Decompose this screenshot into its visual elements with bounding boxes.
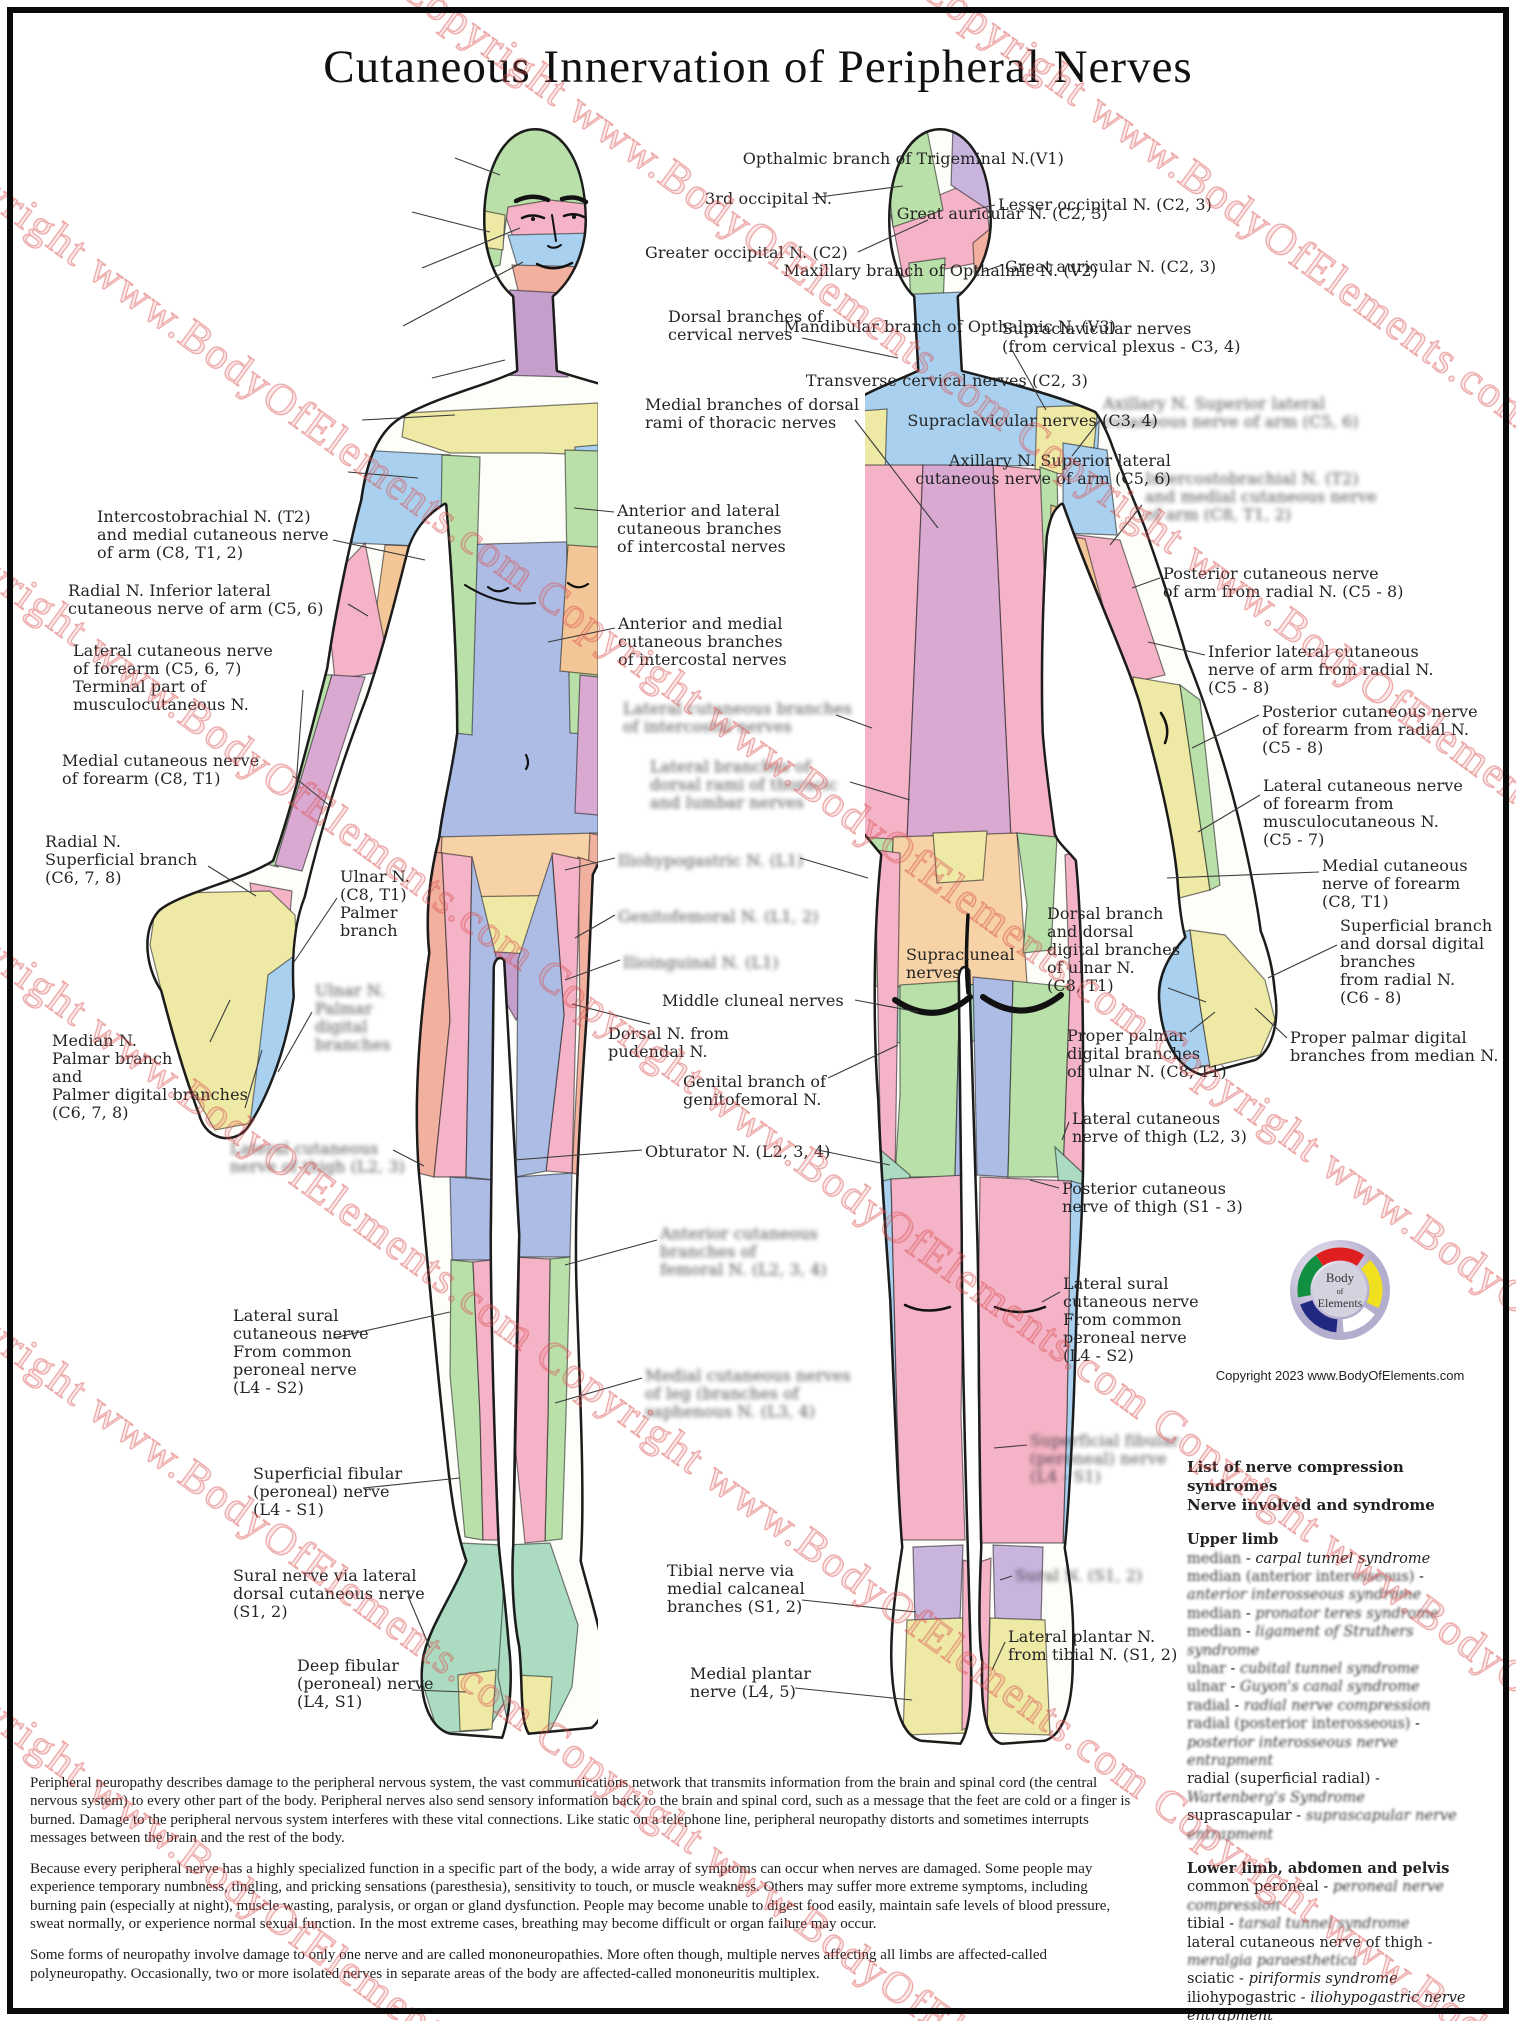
upper-limb-heading: Upper limb bbox=[1187, 1531, 1279, 1549]
nerve-label-l6: Supraclavicular nerves (C3, 4) bbox=[907, 411, 1158, 430]
syndrome-entry: median (anterior interosseous) - anterio… bbox=[1187, 1568, 1424, 1604]
nerve-label-l7: Axillary N. Superior lateral cutaneous n… bbox=[915, 451, 1171, 489]
nerve-label-r46: Posterior cutaneous nerve of arm from ra… bbox=[1163, 564, 1404, 602]
nerve-label-r41: Lesser occipital N. (C2, 3) bbox=[998, 195, 1213, 214]
nerve-label-c37: Medial cutaneous nerves of leg (branches… bbox=[645, 1366, 851, 1422]
syndrome-list: List of nerve compression syndromes Nerv… bbox=[1187, 1458, 1473, 2021]
nerve-label-l13: Ulnar N. (C8, T1) Palmer branch bbox=[340, 867, 411, 941]
nerve-label-r48: Posterior cutaneous nerve of forearm fro… bbox=[1262, 702, 1478, 758]
logo-word-2: of bbox=[1337, 1287, 1344, 1296]
nerve-label-r58: Superficial fibular (peroneal) nerve (L4… bbox=[1030, 1431, 1180, 1487]
nerve-label-r60: Lateral plantar N. from tibial N. (S1, 2… bbox=[1008, 1627, 1178, 1665]
syndrome-entry: ulnar - cubital tunnel syndrome bbox=[1187, 1660, 1420, 1677]
nerve-label-c33: Dorsal N. from pudendal N. bbox=[608, 1024, 729, 1062]
syndrome-entry: radial (superficial radial) - Wartenberg… bbox=[1187, 1771, 1380, 1806]
svg-text:of: of bbox=[1337, 1287, 1344, 1296]
nerve-label-sup: Supracluneal nerves bbox=[906, 945, 1015, 983]
nerve-label-c25: Anterior and lateral cutaneous branches … bbox=[617, 501, 786, 557]
nerve-label-r45: Intercostobrachial N. (T2) and medial cu… bbox=[1145, 469, 1377, 525]
nerve-label-r44: Axillary N. Superior lateral cutaneous n… bbox=[1103, 394, 1359, 432]
nerve-label-r55: Lateral cutaneous nerve of thigh (L2, 3) bbox=[1072, 1109, 1247, 1147]
nerve-label-l14: Ulnar N. Palmar digital branches bbox=[315, 981, 391, 1055]
nerve-label-l4: Mandibular branch of Opthalmic N. (V3) bbox=[783, 317, 1116, 336]
svg-text:Elements: Elements bbox=[1318, 1296, 1363, 1310]
syndrome-heading-1: List of nerve compression syndromes bbox=[1187, 1458, 1404, 1496]
nerve-label-r54: Proper palmar digital branches from medi… bbox=[1290, 1028, 1499, 1066]
nerve-label-c23: Dorsal branches of cervical nerves bbox=[668, 307, 824, 345]
nerve-label-r53: Proper palmar digital branches of ulnar … bbox=[1067, 1026, 1227, 1082]
nerve-label-c29: Iliohypogastric N. (L1) bbox=[618, 851, 804, 870]
nerve-label-l17: Lateral sural cutaneous nerve From commo… bbox=[233, 1306, 369, 1398]
nerve-label-l19: Sural nerve via lateral dorsal cutaneous… bbox=[233, 1566, 425, 1622]
syndrome-entry: median - carpal tunnel syndrome bbox=[1187, 1550, 1431, 1567]
syndrome-entry: median - pronator teres syndrome bbox=[1187, 1605, 1439, 1622]
syndrome-entry: sciatic - piriformis syndrome bbox=[1187, 1971, 1398, 1988]
nerve-label-r52: Dorsal branch and dorsal digital branche… bbox=[1047, 904, 1181, 996]
nerve-label-l15: Median N. Palmar branch and Palmer digit… bbox=[52, 1031, 248, 1123]
logo-word-1: Body bbox=[1326, 1270, 1355, 1285]
nerve-label-l18: Superficial fibular (peroneal) nerve (L4… bbox=[253, 1464, 403, 1520]
nerve-label-r43: Supraclavicular nerves (from cervical pl… bbox=[1002, 319, 1241, 357]
nerve-label-r47: Inferior lateral cutaneous nerve of arm … bbox=[1208, 642, 1434, 698]
nerve-label-c38: Tibial nerve via medial calcaneal branch… bbox=[667, 1561, 805, 1617]
nerve-label-c31: Ilioinguinal N. (L1) bbox=[623, 953, 779, 972]
nerve-label-c32: Middle cluneal nerves bbox=[662, 991, 844, 1010]
nerve-label-c39: Medial plantar nerve (L4, 5) bbox=[690, 1664, 812, 1702]
nerve-label-r49: Lateral cutaneous nerve of forearm from … bbox=[1263, 776, 1463, 850]
nerve-label-c21: 3rd occipital N. bbox=[705, 189, 833, 208]
nerve-label-l8: Intercostobrachial N. (T2) and medial cu… bbox=[97, 507, 329, 563]
nerve-label-l9: Radial N. Inferior lateral cutaneous ner… bbox=[68, 581, 324, 619]
nerve-label-l11: Medial cutaneous nerve of forearm (C8, T… bbox=[62, 751, 260, 789]
nerve-label-r50: Medial cutaneous nerve of forearm (C8, T… bbox=[1322, 856, 1468, 912]
nerve-label-r42: Great auricular N. (C2, 3) bbox=[1005, 257, 1217, 276]
nerve-label-c28: Lateral branches of dorsal rami of thora… bbox=[650, 757, 838, 813]
nerve-label-l10: Lateral cutaneous nerve of forearm (C5, … bbox=[73, 641, 273, 715]
nerve-label-r56: Posterior cutaneous nerve of thigh (S1 -… bbox=[1062, 1179, 1243, 1217]
nerve-label-c27: Lateral cutaneous branches of intercosta… bbox=[623, 699, 852, 737]
logo-word-3: Elements bbox=[1318, 1296, 1363, 1310]
nerve-label-l2: Great auricular N. (C2, 3) bbox=[896, 204, 1108, 223]
face-features bbox=[464, 194, 590, 771]
nerve-label-l12: Radial N. Superficial branch (C6, 7, 8) bbox=[45, 832, 198, 888]
body-of-elements-logo: Body of Elements bbox=[1290, 1240, 1390, 1340]
nerve-label-r59: Sural N. (S1, 2) bbox=[1015, 1566, 1143, 1585]
syndrome-entry: ulnar - Guyon's canal syndrome bbox=[1187, 1679, 1420, 1696]
neuropathy-paragraphs: Peripheral neuropathy describes damage t… bbox=[30, 1774, 1132, 1996]
lower-limb-entries: common peroneal - peroneal nerve compres… bbox=[1187, 1878, 1473, 2021]
syndrome-entry: tibial - tarsal tunnel syndrome bbox=[1187, 1916, 1410, 1933]
nerve-label-c35: Obturator N. (L2, 3, 4) bbox=[645, 1142, 831, 1161]
nerve-label-l16: Lateral cutaneous nerve of thigh (L2, 3) bbox=[230, 1139, 405, 1177]
syndrome-entry: median - ligament of Struthers syndrome bbox=[1187, 1624, 1414, 1659]
syndrome-entry: radial (posterior interosseous) - poster… bbox=[1187, 1716, 1420, 1770]
front-body-figure bbox=[146, 128, 598, 1739]
nerve-label-r51: Superficial branch and dorsal digital br… bbox=[1340, 916, 1493, 1008]
nerve-label-r57: Lateral sural cutaneous nerve From commo… bbox=[1063, 1274, 1199, 1366]
syndrome-entry: radial - radial nerve compression bbox=[1187, 1697, 1431, 1714]
nerve-label-l20: Deep fibular (peroneal) nerve (L4, S1) bbox=[297, 1656, 434, 1712]
page-title: Cutaneous Innervation of Peripheral Nerv… bbox=[323, 41, 1193, 93]
syndrome-entry: common peroneal - peroneal nerve compres… bbox=[1187, 1879, 1444, 1914]
nerve-label-l1: Opthalmic branch of Trigeminal N.(V1) bbox=[742, 149, 1064, 168]
nerve-label-c34: Genital branch of genitofemoral N. bbox=[683, 1072, 827, 1110]
nerve-label-c24: Medial branches of dorsal rami of thorac… bbox=[645, 395, 860, 433]
lower-limb-heading: Lower limb, abdomen and pelvis bbox=[1187, 1860, 1450, 1878]
syndrome-entry: iliohypogastric - iliohypogastric nerve … bbox=[1187, 1989, 1466, 2021]
nerve-label-c30: Genitofemoral N. (L1, 2) bbox=[618, 907, 819, 926]
paragraph-1: Peripheral neuropathy describes damage t… bbox=[30, 1775, 1131, 1846]
nerve-label-c22: Greater occipital N. (C2) bbox=[645, 243, 848, 262]
back-body-figure bbox=[865, 128, 1278, 1745]
paragraph-2: Because every peripheral nerve has a hig… bbox=[30, 1861, 1111, 1933]
syndrome-entry: lateral cutaneous nerve of thigh - meral… bbox=[1187, 1934, 1433, 1970]
syndrome-heading-2: Nerve involved and syndrome bbox=[1187, 1496, 1435, 1515]
paragraph-3: Some forms of neuropathy involve damage … bbox=[30, 1947, 1048, 1982]
syndrome-entry: suprascapular - suprascapular nerve entr… bbox=[1187, 1808, 1457, 1843]
nerve-label-c36: Anterior cutaneous branches of femoral N… bbox=[660, 1224, 827, 1280]
copyright-line: Copyright 2023 www.BodyOfElements.com bbox=[1215, 1368, 1465, 1383]
svg-text:Body: Body bbox=[1326, 1270, 1355, 1285]
nerve-label-l5: Transverse cervical nerves (C2, 3) bbox=[805, 371, 1088, 390]
nerve-label-c26: Anterior and medial cutaneous branches o… bbox=[618, 614, 787, 670]
